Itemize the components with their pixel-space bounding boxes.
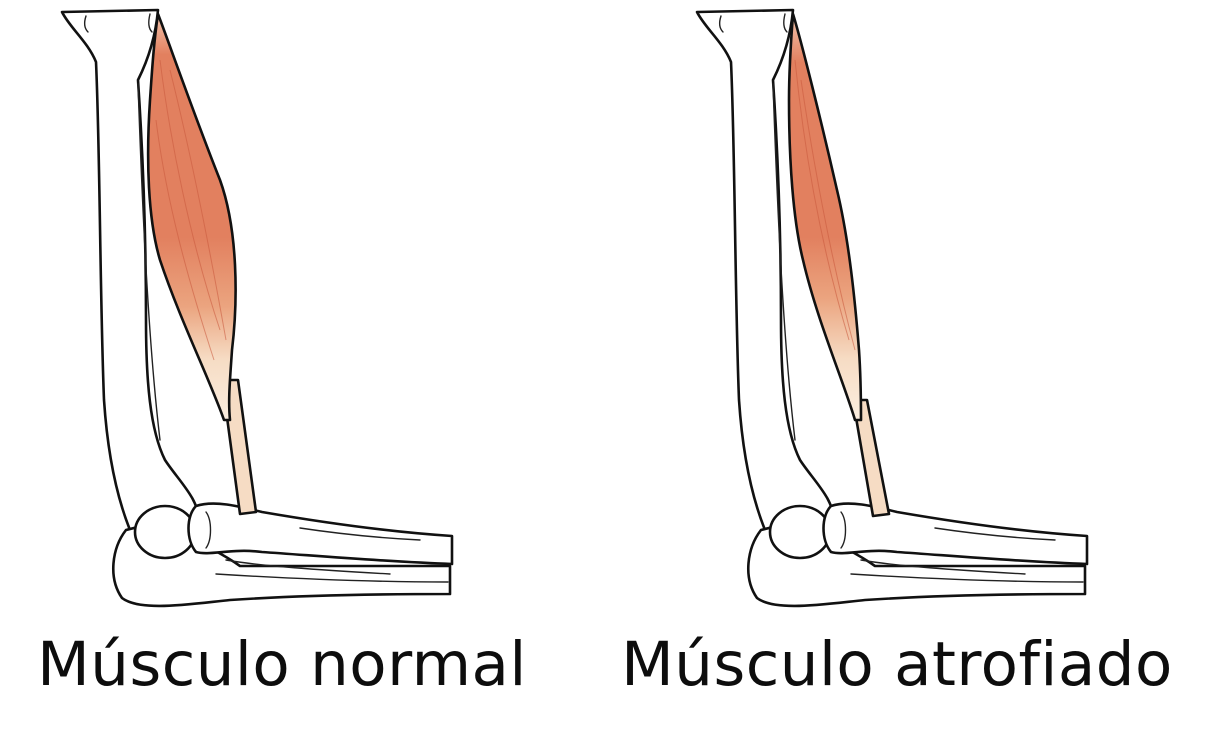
- humerus-condyle: [133, 504, 197, 560]
- humerus-condyle: [768, 504, 832, 560]
- normal-arm-illustration: [60, 8, 454, 608]
- normal-muscle-panel: Músculo normal: [0, 0, 604, 738]
- biceps-muscle-normal: [146, 12, 237, 422]
- normal-muscle-caption: Músculo normal: [37, 629, 527, 700]
- radius-bone: [822, 502, 1089, 566]
- atrophied-muscle-caption: Músculo atrofiado: [621, 629, 1173, 700]
- atrophied-muscle-panel: Músculo atrofiado: [605, 0, 1209, 738]
- biceps-tendon: [851, 398, 891, 518]
- radius-bone: [187, 502, 454, 566]
- atrophied-arm-illustration: [695, 8, 1089, 608]
